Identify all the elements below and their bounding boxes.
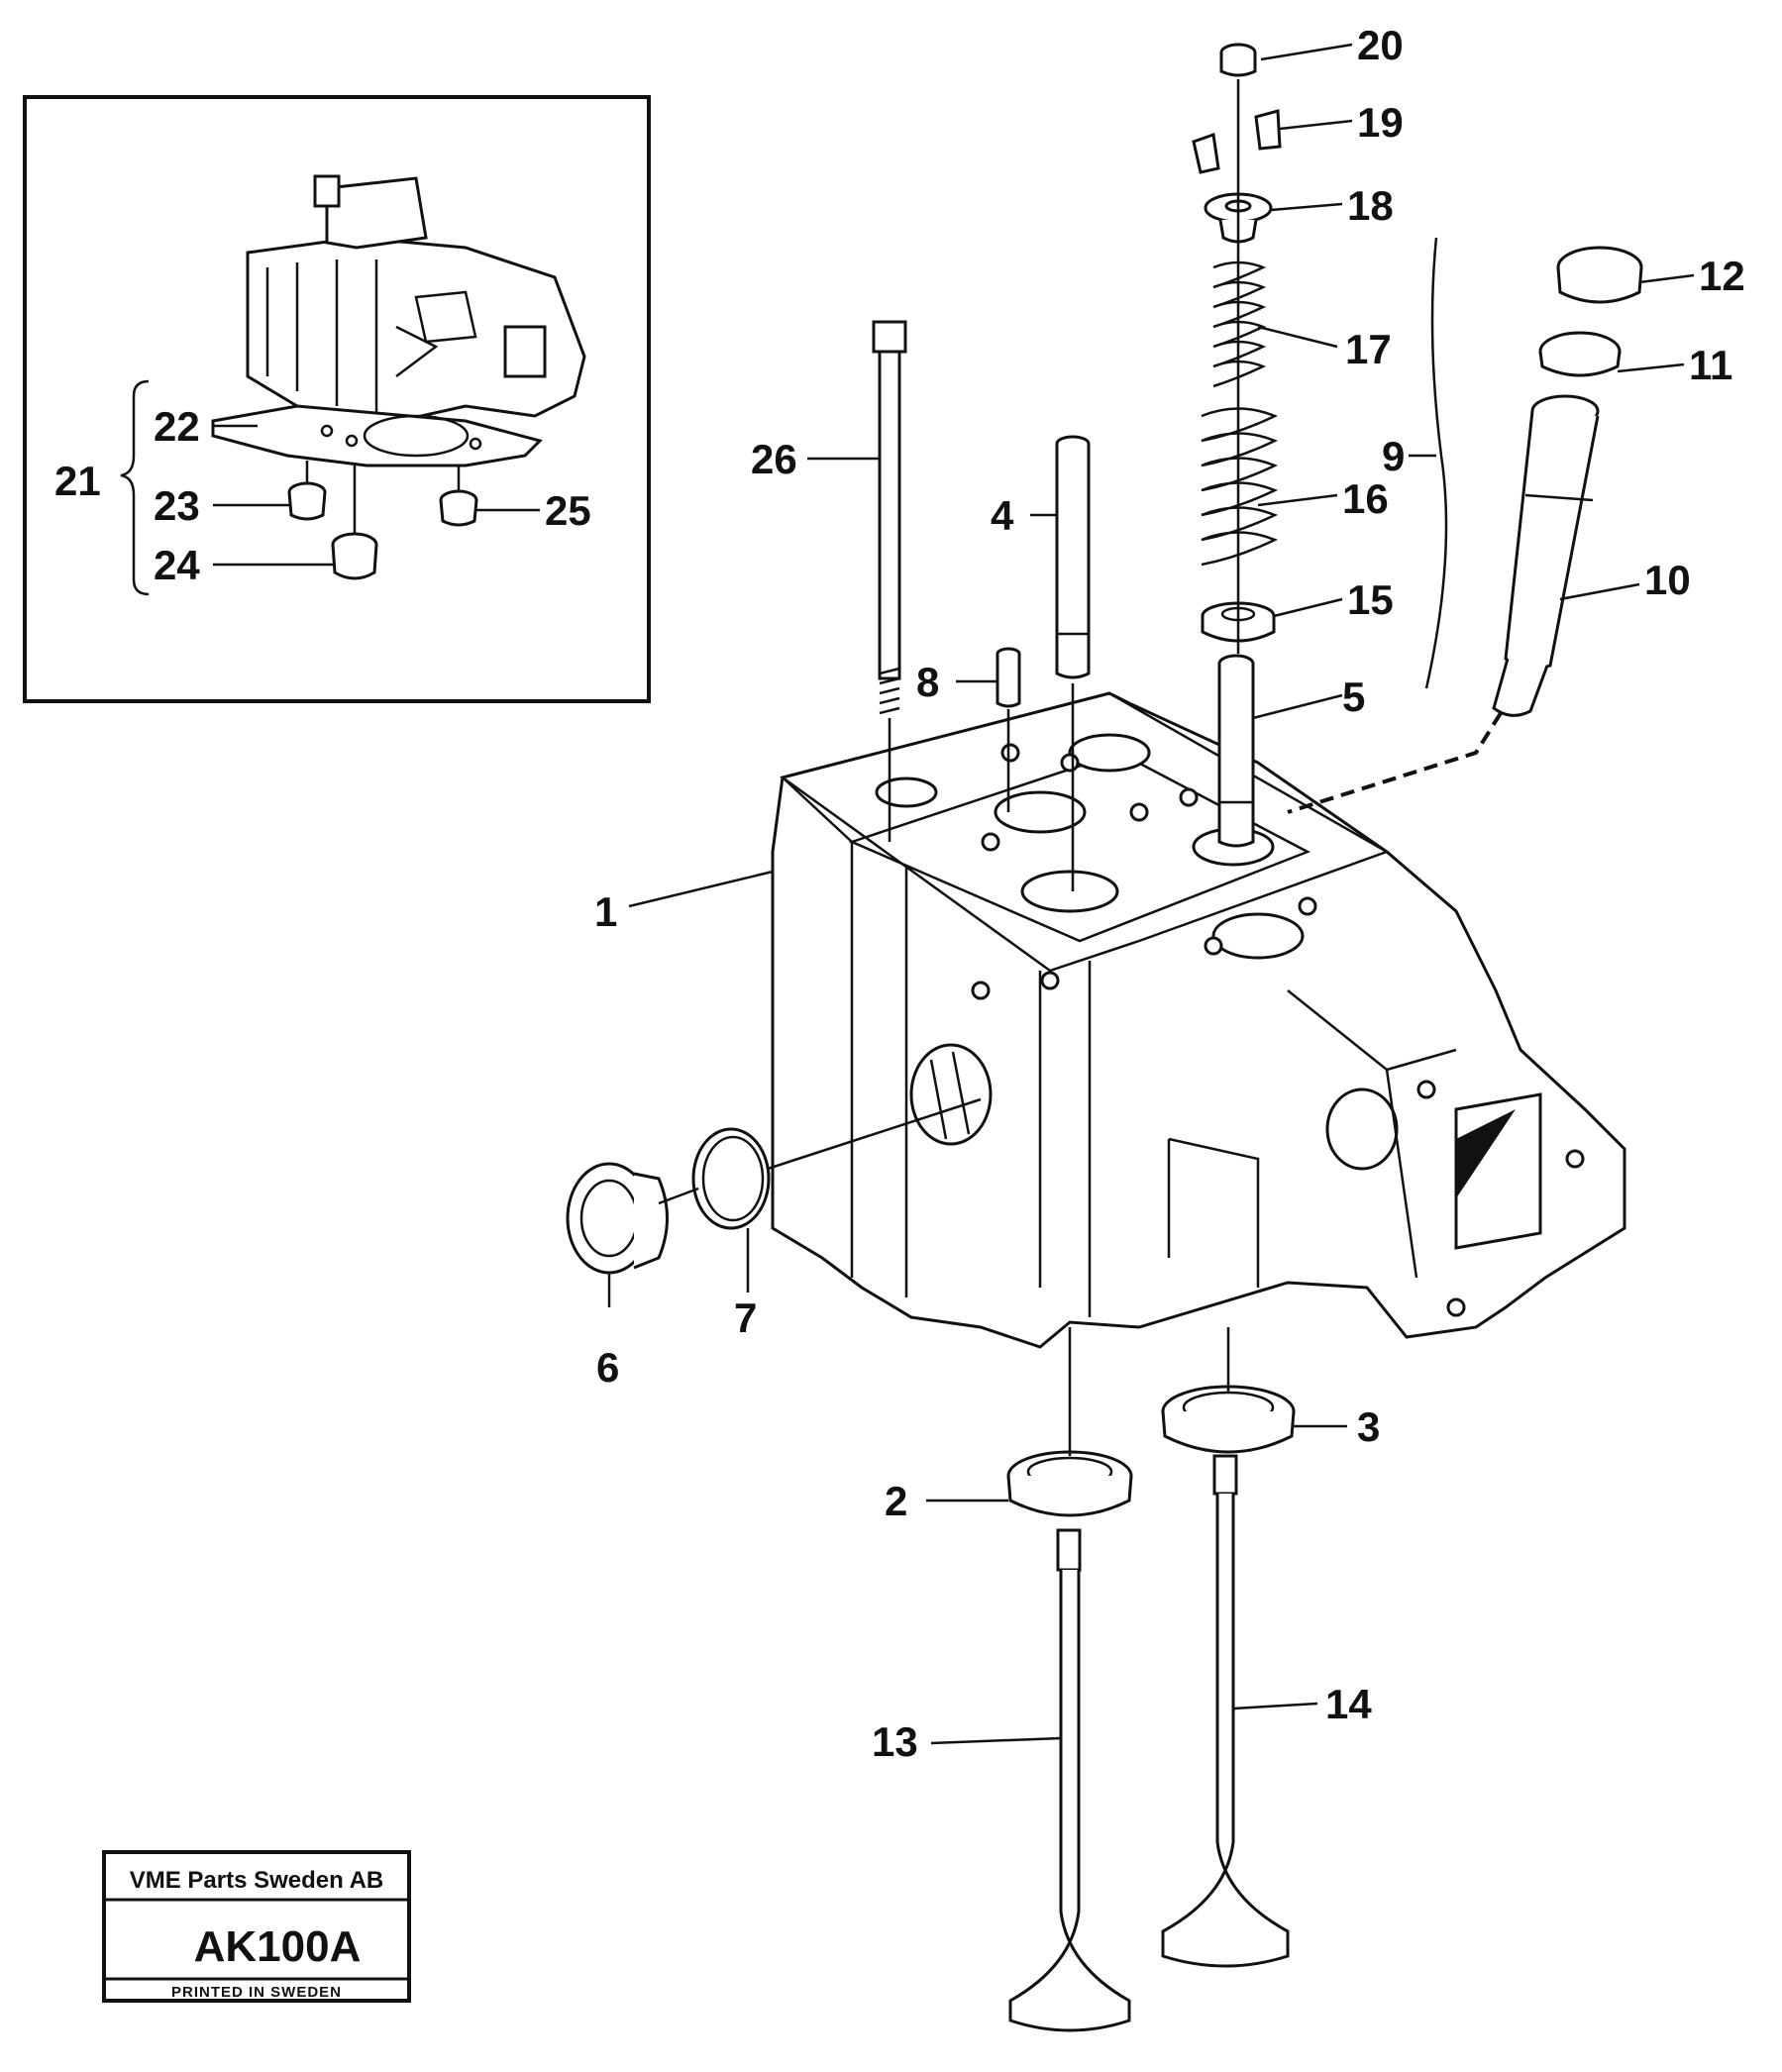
- plug: [566, 1162, 669, 1275]
- callout-13: 13: [872, 1718, 918, 1765]
- callout-16: 16: [1342, 475, 1389, 522]
- callout-2: 2: [885, 1478, 907, 1524]
- inset-valve-seat-23: [287, 481, 327, 521]
- stamp-code: AK100A: [194, 1922, 362, 1971]
- inset-detail: [23, 95, 651, 703]
- stamp-printed: PRINTED IN SWEDEN: [171, 1984, 342, 2001]
- callout-14: 14: [1325, 1681, 1372, 1727]
- valve-guide-5: [1217, 654, 1255, 848]
- outer-valve-spring: [1201, 407, 1279, 567]
- leader-lines: [607, 43, 1695, 1745]
- callout-9: 9: [1382, 433, 1405, 479]
- callout-1: 1: [594, 888, 617, 935]
- seal-ring: [691, 1127, 771, 1230]
- callout-15: 15: [1347, 576, 1394, 623]
- callout-4: 4: [991, 492, 1014, 539]
- callout-26: 26: [751, 436, 797, 482]
- callout-19: 19: [1357, 99, 1404, 146]
- inset-valve-seat-24: [331, 532, 378, 580]
- sleeve-ring-11: [1538, 331, 1622, 377]
- callout-12: 12: [1699, 253, 1745, 299]
- callout-10: 10: [1644, 557, 1691, 603]
- valve-seat-2: [1006, 1450, 1133, 1517]
- publisher-stamp: VME Parts Sweden AB AK100A PRINTED IN SW…: [102, 1850, 411, 2003]
- callout-23: 23: [154, 482, 200, 529]
- callout-labels: 1 2 3 4 5 6 7 8 9 10 11 12 13 14 15 16 1…: [54, 22, 1745, 1765]
- valve-guide-4: [1055, 435, 1091, 891]
- callout-7: 7: [734, 1295, 757, 1341]
- dowel-pin: [996, 647, 1021, 812]
- inner-valve-spring: [1212, 260, 1267, 388]
- callout-3: 3: [1357, 1403, 1380, 1450]
- callout-24: 24: [154, 542, 200, 588]
- stamp-company: VME Parts Sweden AB: [130, 1867, 384, 1894]
- valve-keeper-cap: [1219, 43, 1257, 77]
- intake-valve: [1008, 1528, 1131, 2032]
- callout-18: 18: [1347, 182, 1394, 229]
- inset-gasket: [211, 404, 543, 467]
- callout-22: 22: [154, 403, 200, 450]
- callout-8: 8: [916, 659, 939, 705]
- callout-11: 11: [1689, 342, 1732, 388]
- valve-seat-3: [1161, 1385, 1296, 1454]
- callout-6: 6: [596, 1344, 619, 1391]
- callout-20: 20: [1357, 22, 1404, 68]
- cylinder-head: [771, 691, 1626, 1349]
- callout-21: 21: [54, 458, 101, 504]
- inset-valve-seat-25: [439, 489, 478, 527]
- exhaust-valve: [1161, 1454, 1290, 1968]
- injector-sleeve: [1492, 394, 1600, 717]
- callout-17: 17: [1345, 326, 1392, 372]
- callout-25: 25: [545, 487, 591, 534]
- sleeve-ring-12: [1556, 246, 1643, 304]
- valve-collets: [1192, 109, 1282, 174]
- head-bolt: [872, 320, 907, 842]
- callout-5: 5: [1342, 673, 1365, 720]
- inset-cylinder-head: [246, 174, 586, 428]
